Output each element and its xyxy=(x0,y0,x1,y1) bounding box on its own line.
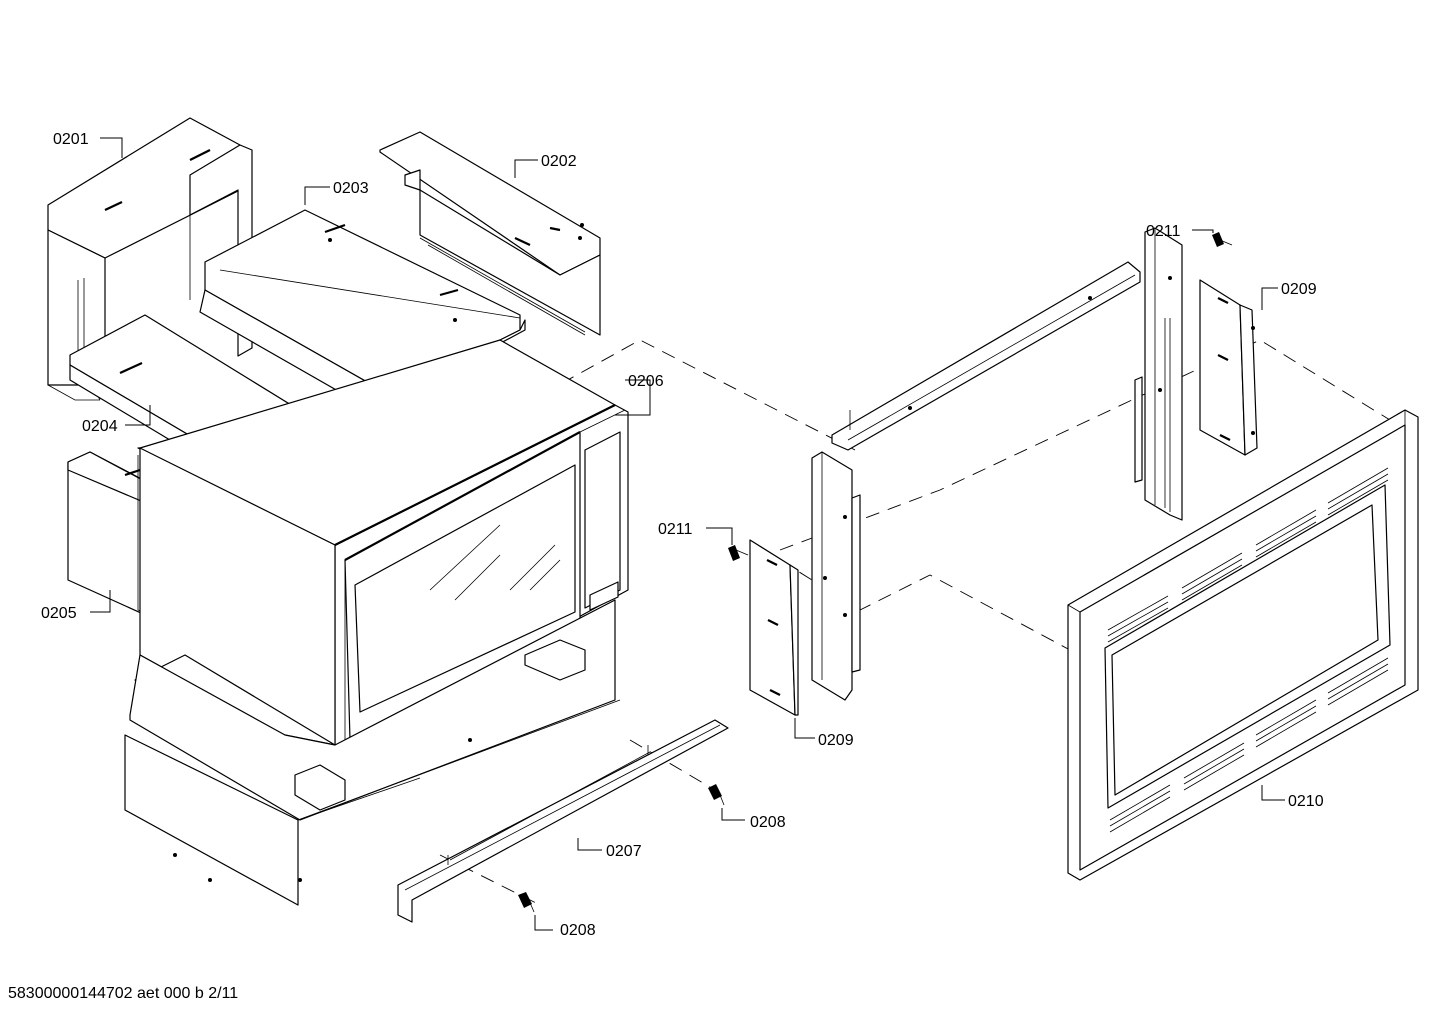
callout-0208-lower: 0208 xyxy=(560,922,596,939)
callout-labels: 0201 0202 0203 0204 0205 0206 0207 0208 … xyxy=(41,131,1324,939)
part-0210-trim-frame[interactable] xyxy=(1067,409,1419,881)
top-mounting-bar xyxy=(831,261,1141,451)
part-0208-screw-lower[interactable] xyxy=(518,892,535,913)
part-0206-microwave-oven[interactable] xyxy=(137,339,629,746)
callout-0210: 0210 xyxy=(1288,793,1324,810)
mounting-strip-left xyxy=(811,451,861,701)
callout-0204: 0204 xyxy=(82,418,118,435)
callout-0202: 0202 xyxy=(541,153,577,170)
part-0209-bracket-right[interactable] xyxy=(1199,279,1258,456)
callout-0201: 0201 xyxy=(53,131,89,148)
document-reference-footer: 58300000144702 aet 000 b 2/11 xyxy=(8,985,238,1002)
part-0211-screw-right[interactable] xyxy=(1212,232,1233,247)
lower-chassis-frame xyxy=(124,599,621,906)
mounting-strip-right xyxy=(1134,227,1183,521)
part-0207-trim-rail[interactable] xyxy=(397,719,729,923)
callout-0211-right: 0211 xyxy=(1146,223,1181,240)
callout-leaders xyxy=(90,137,1285,931)
callout-0208-upper: 0208 xyxy=(750,814,786,831)
part-0211-screw-left[interactable] xyxy=(728,545,749,561)
callout-0211-left: 0211 xyxy=(658,521,693,538)
part-0209-bracket-left[interactable] xyxy=(749,539,799,716)
callout-0209-left: 0209 xyxy=(818,732,854,749)
callout-0209-right: 0209 xyxy=(1281,281,1317,298)
part-0202-rear-panel[interactable] xyxy=(379,131,601,336)
callout-0207: 0207 xyxy=(606,843,642,860)
callout-0206: 0206 xyxy=(628,373,664,390)
callout-0203: 0203 xyxy=(333,180,369,197)
callout-0205: 0205 xyxy=(41,605,77,622)
part-0208-screw-upper[interactable] xyxy=(708,784,725,806)
